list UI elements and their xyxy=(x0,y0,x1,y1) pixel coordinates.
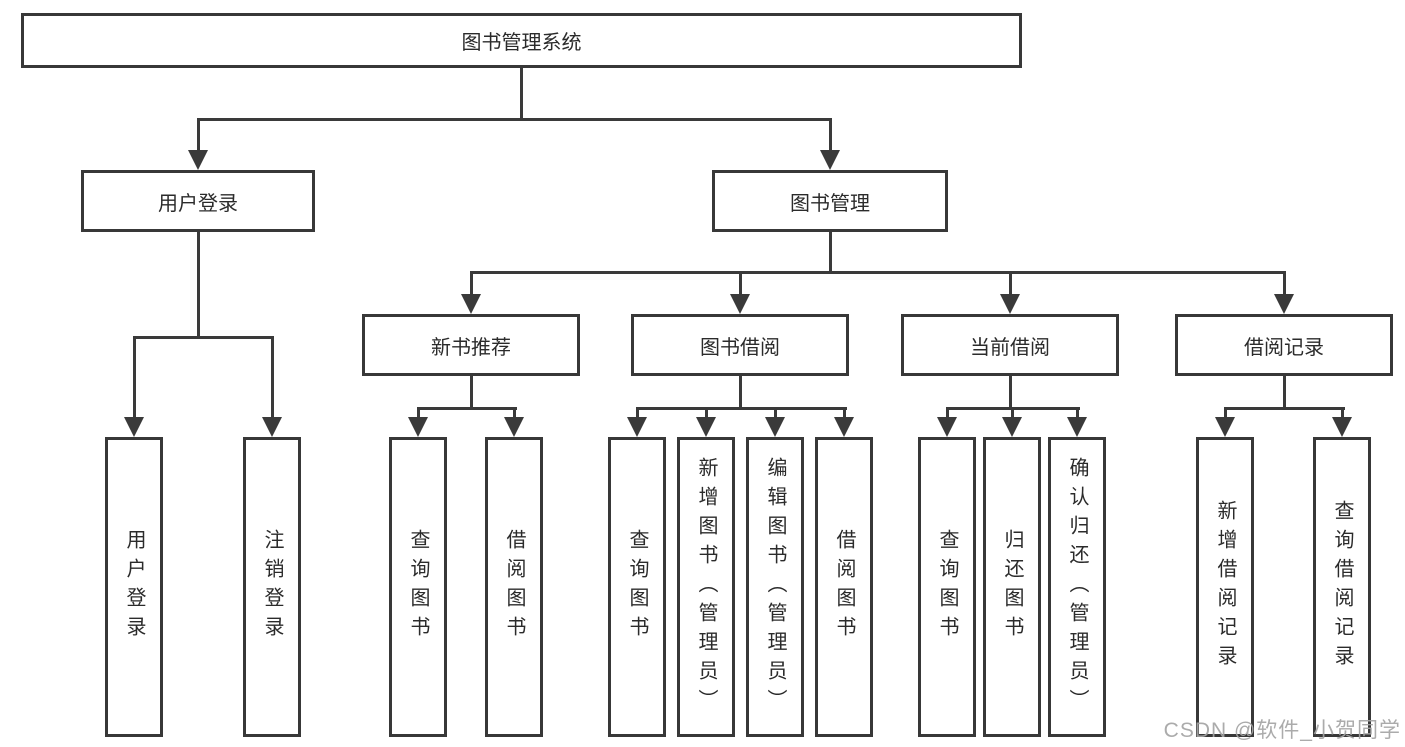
connector-records-hbar xyxy=(1224,407,1345,410)
connector-drop xyxy=(1076,407,1079,421)
leaf-borrow-query-book-label: 查询图书 xyxy=(626,529,648,645)
node-book-management-label: 图书管理 xyxy=(790,192,870,215)
connector-current-stem xyxy=(1009,376,1012,410)
arrow-down-icon xyxy=(1274,294,1294,314)
leaf-current-query-book: 查询图书 xyxy=(918,437,976,737)
arrow-down-icon xyxy=(937,417,957,437)
leaf-logout: 注销登录 xyxy=(243,437,301,737)
arrow-down-icon xyxy=(1000,294,1020,314)
connector-drop xyxy=(513,407,516,421)
connector-root-stem xyxy=(520,68,523,121)
connector-login-hbar xyxy=(133,336,274,339)
node-book-borrow: 图书借阅 xyxy=(631,314,849,376)
arrow-down-icon xyxy=(627,417,647,437)
connector-drop xyxy=(774,407,777,421)
connector-drop-current xyxy=(1009,271,1012,298)
node-root-system: 图书管理系统 xyxy=(21,13,1022,68)
leaf-edit-book-admin: 编辑图书（管理员） xyxy=(746,437,804,737)
arrow-down-icon xyxy=(696,417,716,437)
arrow-down-icon xyxy=(834,417,854,437)
connector-drop-leaf-user-login xyxy=(133,336,136,421)
leaf-borrow-book-label: 借阅图书 xyxy=(833,529,855,645)
leaf-add-book-admin-label: 新增图书（管理员） xyxy=(695,456,717,718)
node-new-book-recommend-label: 新书推荐 xyxy=(431,336,511,359)
node-book-management: 图书管理 xyxy=(712,170,948,232)
leaf-add-borrow-record: 新增借阅记录 xyxy=(1196,437,1254,737)
leaf-query-borrow-record: 查询借阅记录 xyxy=(1313,437,1371,737)
node-current-borrow: 当前借阅 xyxy=(901,314,1119,376)
node-borrow-records: 借阅记录 xyxy=(1175,314,1393,376)
arrow-down-icon xyxy=(1215,417,1235,437)
connector-level2-hbar xyxy=(470,271,1286,274)
connector-records-stem xyxy=(1283,376,1286,410)
leaf-query-borrow-record-label: 查询借阅记录 xyxy=(1331,500,1353,674)
leaf-edit-book-admin-label: 编辑图书（管理员） xyxy=(764,456,786,718)
arrow-down-icon xyxy=(408,417,428,437)
connector-drop-user-login xyxy=(197,118,200,154)
arrow-down-icon xyxy=(1332,417,1352,437)
arrow-down-icon xyxy=(461,294,481,314)
connector-login-stem xyxy=(197,232,200,339)
connector-drop xyxy=(1341,407,1344,421)
connector-recommend-stem xyxy=(470,376,473,410)
connector-drop xyxy=(946,407,949,421)
connector-drop xyxy=(705,407,708,421)
arrow-down-icon xyxy=(124,417,144,437)
arrow-down-icon xyxy=(262,417,282,437)
arrow-down-icon xyxy=(504,417,524,437)
arrow-down-icon xyxy=(765,417,785,437)
csdn-watermark: CSDN @软件_小贺同学 xyxy=(1163,719,1401,742)
node-user-login: 用户登录 xyxy=(81,170,315,232)
connector-drop-records xyxy=(1283,271,1286,298)
connector-borrow-hbar xyxy=(636,407,847,410)
leaf-user-login: 用户登录 xyxy=(105,437,163,737)
leaf-confirm-return-admin: 确认归还（管理员） xyxy=(1048,437,1106,737)
connector-level1-hbar xyxy=(197,118,832,121)
connector-mgmt-stem xyxy=(829,232,832,274)
connector-drop-borrow xyxy=(739,271,742,298)
leaf-user-login-label: 用户登录 xyxy=(123,529,145,645)
leaf-borrow-book: 借阅图书 xyxy=(815,437,873,737)
arrow-down-icon xyxy=(820,150,840,170)
connector-drop-recommend xyxy=(470,271,473,298)
leaf-current-query-book-label: 查询图书 xyxy=(936,529,958,645)
leaf-add-borrow-record-label: 新增借阅记录 xyxy=(1214,500,1236,674)
node-current-borrow-label: 当前借阅 xyxy=(970,336,1050,359)
connector-drop xyxy=(636,407,639,421)
connector-recommend-hbar xyxy=(417,407,517,410)
connector-drop-book-management xyxy=(829,118,832,154)
leaf-confirm-return-admin-label: 确认归还（管理员） xyxy=(1066,456,1088,718)
leaf-return-book-label: 归还图书 xyxy=(1001,529,1023,645)
leaf-add-book-admin: 新增图书（管理员） xyxy=(677,437,735,737)
connector-drop xyxy=(417,407,420,421)
connector-borrow-stem xyxy=(739,376,742,410)
arrow-down-icon xyxy=(1002,417,1022,437)
arrow-down-icon xyxy=(730,294,750,314)
leaf-recommend-query-book: 查询图书 xyxy=(389,437,447,737)
node-new-book-recommend: 新书推荐 xyxy=(362,314,580,376)
arrow-down-icon xyxy=(1067,417,1087,437)
connector-drop-leaf-logout xyxy=(271,336,274,421)
node-book-borrow-label: 图书借阅 xyxy=(700,336,780,359)
node-user-login-label: 用户登录 xyxy=(158,192,238,215)
leaf-borrow-query-book: 查询图书 xyxy=(608,437,666,737)
leaf-logout-label: 注销登录 xyxy=(261,529,283,645)
leaf-recommend-borrow-book: 借阅图书 xyxy=(485,437,543,737)
arrow-down-icon xyxy=(188,150,208,170)
connector-drop xyxy=(843,407,846,421)
leaf-recommend-borrow-book-label: 借阅图书 xyxy=(503,529,525,645)
leaf-return-book: 归还图书 xyxy=(983,437,1041,737)
node-root-label: 图书管理系统 xyxy=(461,32,582,54)
connector-drop xyxy=(1011,407,1014,421)
leaf-recommend-query-book-label: 查询图书 xyxy=(407,529,429,645)
connector-drop xyxy=(1224,407,1227,421)
node-borrow-records-label: 借阅记录 xyxy=(1244,336,1324,359)
